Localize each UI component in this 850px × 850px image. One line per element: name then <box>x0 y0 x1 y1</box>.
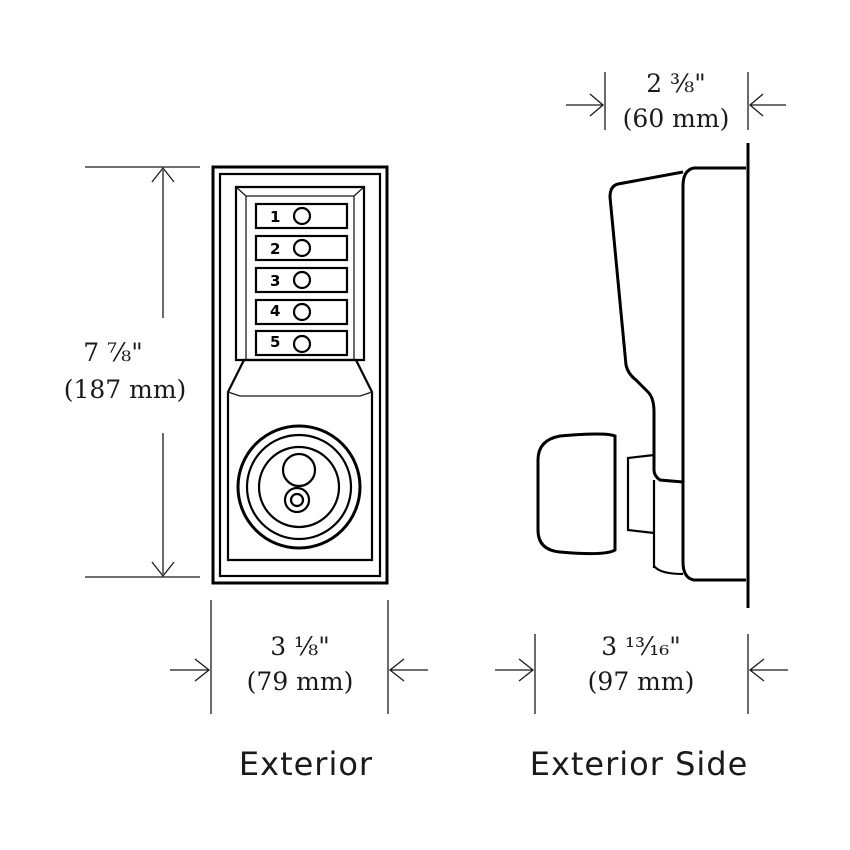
button-frame <box>254 234 349 262</box>
arrow-up-icon <box>151 166 175 183</box>
exterior-inner-plate <box>218 172 382 578</box>
height-label: 7 ⅞" <box>83 338 143 367</box>
button-frame <box>254 266 349 294</box>
cylinder-outer-ring <box>236 424 362 550</box>
arrow-right-icon <box>194 658 211 682</box>
cylinder-inner-ring <box>257 445 341 529</box>
knob-neck <box>626 453 655 535</box>
arrow-left-icon <box>388 658 405 682</box>
cylinder-window <box>281 452 317 488</box>
button-hole-icon <box>292 206 312 226</box>
arrow-left-icon <box>748 93 764 117</box>
button-3[interactable]: 3 <box>254 266 349 294</box>
button-frame <box>254 329 349 357</box>
button-hole-icon <box>292 302 312 322</box>
height-dimension <box>85 166 200 578</box>
exterior-view: 1 2 3 4 5 <box>64 165 428 783</box>
depth-dimension <box>566 72 786 130</box>
button-label: 3 <box>270 272 280 290</box>
button-4[interactable]: 4 <box>254 298 349 326</box>
width-dimension <box>170 600 428 714</box>
button-5[interactable]: 5 <box>254 329 349 357</box>
cylinder-mid-ring <box>245 433 353 541</box>
arrow-right-icon <box>589 93 605 117</box>
arrow-left-icon <box>748 658 765 682</box>
exterior-side-view: 2 ⅜" (60 mm) 3 ¹³⁄₁₆" (97 mm) Exterior S… <box>495 69 788 783</box>
lower-housing <box>226 358 374 562</box>
knob-profile <box>536 432 617 556</box>
key-cylinder-icon <box>283 486 311 514</box>
width-label-mm: (79 mm) <box>247 667 354 696</box>
lower-housing-bevel <box>227 391 373 397</box>
exterior-side-caption: Exterior Side <box>530 745 749 783</box>
button-label: 2 <box>270 240 280 258</box>
arrow-down-icon <box>151 561 175 578</box>
width-label: 3 ⅛" <box>270 632 330 661</box>
keyway-icon <box>289 492 305 508</box>
keypad-bevel-top <box>235 186 365 197</box>
side-front-housing <box>608 170 684 484</box>
height-label-mm: (187 mm) <box>64 375 187 404</box>
side-width-label: 3 ¹³⁄₁₆" <box>601 632 681 661</box>
button-hole-icon <box>292 334 312 354</box>
arrow-right-icon <box>518 658 535 682</box>
button-hole-icon <box>292 238 312 258</box>
button-1[interactable]: 1 <box>254 202 349 230</box>
button-label: 4 <box>270 302 280 320</box>
side-housing-foot <box>653 565 684 576</box>
depth-label: 2 ⅜" <box>646 69 706 98</box>
keypad-housing <box>234 185 366 362</box>
exterior-outer-plate <box>211 165 389 585</box>
button-2[interactable]: 2 <box>254 234 349 262</box>
exterior-caption: Exterior <box>239 745 373 783</box>
side-width-dimension <box>495 634 788 714</box>
button-hole-icon <box>292 270 312 290</box>
side-back-plate <box>681 166 746 582</box>
button-label: 5 <box>270 333 280 351</box>
keypad-bevel-sides <box>245 196 355 360</box>
depth-label-mm: (60 mm) <box>623 104 730 133</box>
button-frame <box>254 298 349 326</box>
button-frame <box>254 202 349 230</box>
button-label: 1 <box>270 208 280 226</box>
side-width-label-mm: (97 mm) <box>588 667 695 696</box>
